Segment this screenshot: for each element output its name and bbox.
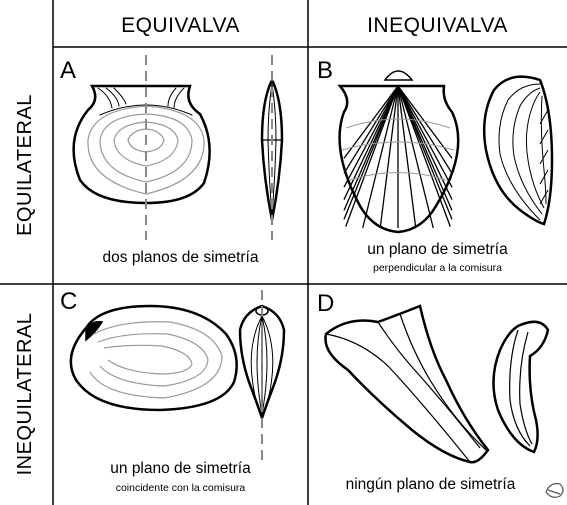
caption-a: dos planos de simetría — [53, 249, 308, 267]
caption-b: un plano de simetría — [308, 241, 567, 259]
subcaption-b: perpendicular a la comisura — [308, 262, 567, 274]
shell-d-side — [493, 322, 548, 452]
subcaption-c: coincidente con la comisura — [53, 482, 308, 494]
caption-d: ningún plano de simetría — [308, 476, 553, 494]
caption-c: un plano de simetría — [53, 460, 308, 478]
shell-d-oyster — [325, 306, 488, 462]
